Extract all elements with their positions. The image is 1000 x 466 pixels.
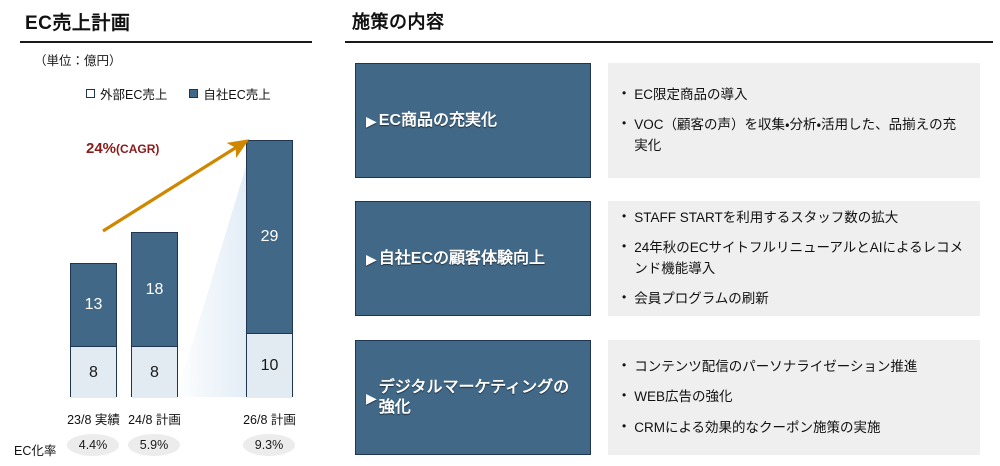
measure-body-1: • STAFF STARTを利用するスタッフ数の拡大 • 24年秋のECサイトフ… — [608, 201, 980, 316]
bar-segment-own-1: 18 — [132, 233, 177, 347]
bullet-text: VOC（顧客の声）を収集・分析・活用した、品揃えの充実化 — [634, 117, 957, 153]
bullet-dot-icon: • — [622, 358, 627, 373]
bar-column-0: 13 8 — [70, 263, 117, 398]
x-axis-label-0: 23/8 実績 — [67, 413, 120, 427]
measure-head-label-0: EC商品の充実化 — [378, 111, 498, 129]
ec-rate-pill-0: 4.4% — [67, 434, 119, 456]
triangle-marker-icon-2: ▶ — [366, 389, 377, 406]
bar-value-outer-1: 8 — [150, 363, 159, 381]
left-panel-title: EC売上計画 — [25, 13, 131, 34]
right-panel: 施策の内容 ▶ EC商品の充実化 • EC限定商品の導入 • VOC（顧客の声）… — [335, 0, 1000, 466]
bar-segment-own-0: 13 — [71, 264, 116, 347]
bullet-text: コンテンツ配信のパーソナライゼーション推進 — [634, 359, 918, 375]
bar-segment-outer-2: 10 — [247, 334, 292, 398]
measure-head-2[interactable]: ▶ デジタルマーケティングの強化 — [355, 340, 591, 455]
bar-column-2: 29 10 — [246, 140, 293, 398]
right-title-divider — [345, 41, 993, 43]
x-axis-label-2: 26/8 計画 — [243, 413, 296, 427]
cagr-suffix: (CAGR) — [116, 142, 160, 156]
bullet-text: WEB広告の強化 — [634, 389, 733, 405]
left-panel: EC売上計画 （単位：億円） 外部EC売上 自社EC売上 13 8 — [0, 0, 335, 466]
legend-swatch-outer-icon — [86, 89, 95, 98]
triangle-marker-icon-1: ▶ — [366, 250, 377, 267]
projection-wedge — [176, 140, 254, 397]
bar-value-own-2: 29 — [260, 228, 279, 245]
chart-unit-label: （単位：億円） — [34, 54, 122, 68]
cagr-value: 24% — [86, 140, 117, 157]
bullet-item: • WEB広告の強化 — [622, 387, 968, 407]
bullet-item: • VOC（顧客の声）を収集・分析・活用した、品揃えの充実化 — [622, 115, 968, 156]
right-panel-title: 施策の内容 — [352, 12, 445, 32]
bullet-text: 会員プログラムの刷新 — [634, 290, 769, 306]
legend-item-outer: 外部EC売上 — [86, 84, 167, 103]
bar-value-outer-0: 8 — [89, 363, 98, 381]
bullet-dot-icon: • — [622, 86, 627, 101]
bullet-item: • 会員プログラムの刷新 — [622, 289, 968, 309]
measure-head-label-2: デジタルマーケティングの強化 — [378, 378, 570, 416]
ec-rate-row-label: EC化率 — [14, 444, 57, 458]
measure-body-2: • コンテンツ配信のパーソナライゼーション推進 • WEB広告の強化 • CRM… — [608, 340, 980, 455]
bullet-text: 24年秋のECサイトフルリニューアルとAIによるレコメンド機能導入 — [634, 240, 964, 276]
bullet-dot-icon: • — [622, 418, 627, 433]
bullet-text: STAFF STARTを利用するスタッフ数の拡大 — [634, 210, 899, 225]
legend-item-own: 自社EC売上 — [189, 84, 271, 103]
bullet-text: CRMによる効果的なクーポン施策の実施 — [634, 419, 881, 435]
measure-head-0[interactable]: ▶ EC商品の充実化 — [355, 63, 591, 178]
bullet-dot-icon: • — [622, 388, 627, 403]
measure-body-0: • EC限定商品の導入 • VOC（顧客の声）を収集・分析・活用した、品揃えの充… — [608, 63, 980, 178]
measure-head-label-1: 自社ECの顧客体験向上 — [378, 249, 546, 267]
bar-chart-plot: 13 8 18 8 29 10 — [0, 0, 335, 466]
chart-legend: 外部EC売上 自社EC売上 — [86, 84, 271, 103]
bar-column-1: 18 8 — [131, 232, 178, 398]
ec-rate-pill-1: 5.9% — [128, 434, 180, 456]
ec-rate-pill-2: 9.3% — [243, 434, 295, 456]
legend-swatch-own-icon — [189, 89, 199, 98]
bar-value-outer-2: 10 — [260, 357, 279, 374]
legend-label-own: 自社EC売上 — [203, 88, 271, 102]
bar-segment-outer-1: 8 — [132, 347, 177, 398]
bar-value-own-0: 13 — [84, 296, 103, 313]
bar-value-own-1: 18 — [145, 280, 164, 298]
bullet-item: • CRMによる効果的なクーポン施策の実施 — [622, 418, 968, 438]
bullet-item: • 24年秋のECサイトフルリニューアルとAIによるレコメンド機能導入 — [622, 238, 968, 279]
bullet-dot-icon: • — [622, 116, 627, 131]
cagr-label: 24%(CAGR) — [86, 140, 159, 157]
bullet-dot-icon: • — [622, 239, 627, 254]
left-title-divider — [20, 41, 312, 43]
measure-head-1[interactable]: ▶ 自社ECの顧客体験向上 — [355, 201, 591, 316]
bar-segment-outer-0: 8 — [71, 347, 116, 398]
bullet-item: • EC限定商品の導入 — [622, 85, 968, 105]
bullet-dot-icon: • — [622, 209, 627, 223]
legend-label-outer: 外部EC売上 — [100, 88, 168, 102]
bullet-item: • STAFF STARTを利用するスタッフ数の拡大 — [622, 208, 968, 228]
bullet-item: • コンテンツ配信のパーソナライゼーション推進 — [622, 357, 968, 377]
x-axis-label-1: 24/8 計画 — [128, 413, 181, 427]
bullet-text: EC限定商品の導入 — [634, 87, 748, 103]
bullet-dot-icon: • — [622, 289, 627, 304]
triangle-marker-icon-0: ▶ — [366, 112, 377, 129]
bar-segment-own-2: 29 — [247, 141, 292, 334]
